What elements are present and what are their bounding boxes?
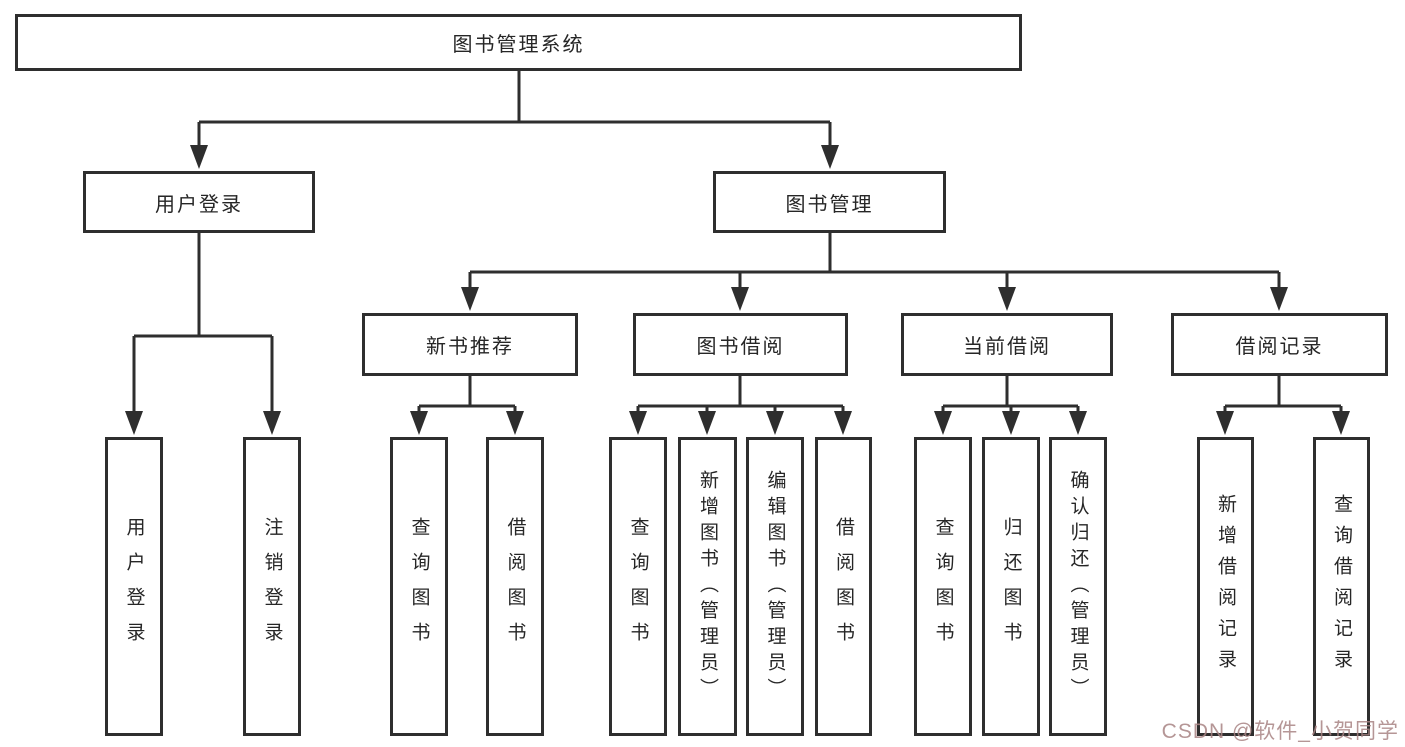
node-book-borrow: 图书借阅 <box>633 313 848 376</box>
node-book-management: 图书管理 <box>713 171 946 233</box>
leaf-nb-borrow-books: 借阅图书 <box>486 437 544 736</box>
leaf-user-login: 用户登录 <box>105 437 163 736</box>
leaf-br-add-record: 新增借阅记录 <box>1197 437 1254 736</box>
leaf-br-query-record: 查询借阅记录 <box>1313 437 1370 736</box>
leaf-cb-confirm-return-admin: 确认归还（管理员） <box>1049 437 1107 736</box>
leaf-bb-edit-books-admin: 编辑图书（管理员） <box>746 437 804 736</box>
leaf-bb-add-books-admin: 新增图书（管理员） <box>678 437 737 736</box>
watermark: CSDN @软件_小贺同学 <box>1161 720 1399 743</box>
leaf-cb-return-books: 归还图书 <box>982 437 1040 736</box>
leaf-bb-query-books: 查询图书 <box>609 437 667 736</box>
arrowheads <box>125 145 1350 435</box>
node-new-book-recommend: 新书推荐 <box>362 313 578 376</box>
leaf-nb-query-books: 查询图书 <box>390 437 448 736</box>
node-root: 图书管理系统 <box>15 14 1022 71</box>
node-user-login: 用户登录 <box>83 171 315 233</box>
leaf-logout: 注销登录 <box>243 437 301 736</box>
leaf-cb-query-books: 查询图书 <box>914 437 972 736</box>
leaf-bb-borrow-books: 借阅图书 <box>815 437 872 736</box>
node-current-borrow: 当前借阅 <box>901 313 1113 376</box>
node-borrow-records: 借阅记录 <box>1171 313 1388 376</box>
